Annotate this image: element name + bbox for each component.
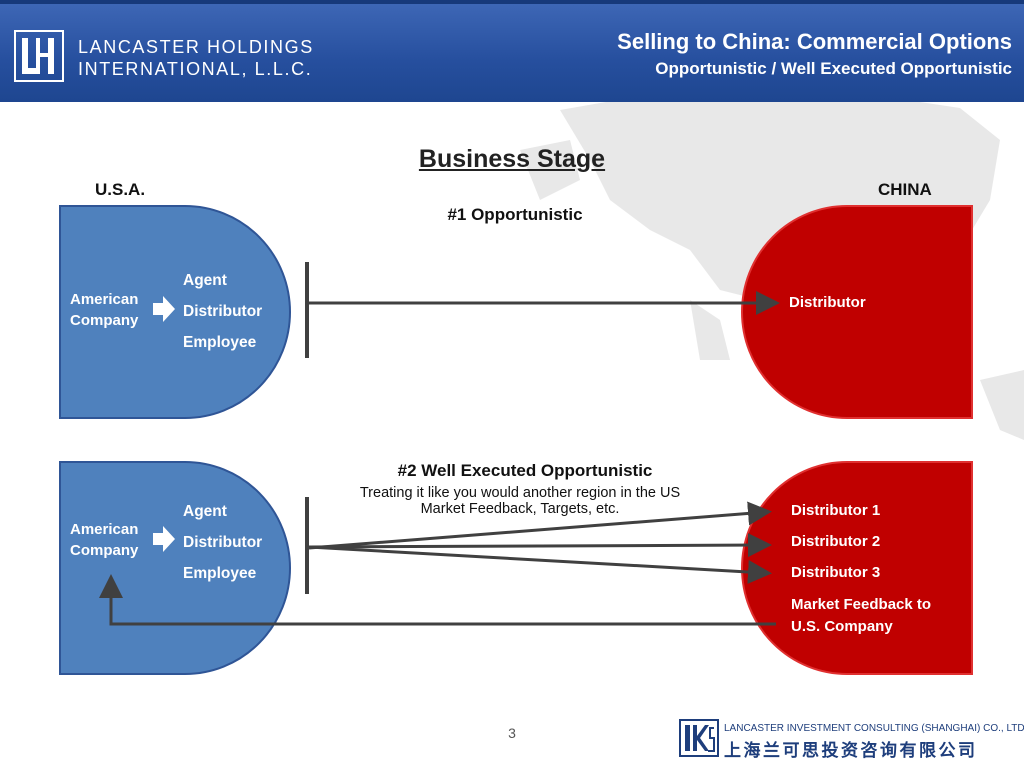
slide-subtitle: Opportunistic / Well Executed Opportunis… [655,59,1012,78]
footer-company-english: LANCASTER INVESTMENT CONSULTING (SHANGHA… [724,723,1024,734]
arrow-to-distributor-3 [308,545,772,584]
china-shape-1 [741,205,973,419]
role-agent: Agent [183,503,227,520]
business-stage-heading: Business Stage [418,145,606,173]
footer-company-chinese: 上海兰可思投资咨询有限公司 [724,741,978,760]
feedback-loop-arrow [99,574,776,626]
role-distributor: Distributor [183,303,263,320]
section-2-title: #2 Well Executed Opportunistic [397,461,653,480]
section-2-description-line-1: Treating it like you would another regio… [359,485,681,501]
region-china: CHINA [878,180,932,199]
us-company-label-line: American [70,521,139,538]
arrow-to-distributor-1 [308,501,772,550]
page-number: 3 [508,725,516,741]
lancaster-logo [14,30,64,82]
lks-logo [679,719,719,757]
role-distributor: Distributor [183,534,263,551]
role-agent: Agent [183,272,227,289]
role-employee: Employee [183,334,257,351]
market-feedback-label: Market Feedback to U.S. Company [791,594,931,638]
header-top-stripe [0,0,1024,4]
china-distributor-2-label: Distributor 2 [791,533,881,550]
market-feedback-line: Market Feedback to [791,596,932,613]
china-distributor-label: Distributor [789,294,866,311]
slide-title: Selling to China: Commercial Options [617,29,1012,54]
us-company-label-line: Company [70,542,139,559]
lh-logo-icon [22,38,54,74]
arrow-to-distributor-2 [308,533,772,558]
market-feedback-line: U.S. Company [791,618,893,635]
company-name-line-2: INTERNATIONAL, L.L.C. [78,59,313,79]
right-arrow-icon [153,296,175,322]
us-shape-1 [59,205,291,419]
china-distributor-3-label: Distributor 3 [791,564,881,581]
us-company-label-1: American Company [70,289,138,331]
us-company-label-2: American Company [70,519,138,561]
company-name-line-1: LANCASTER HOLDINGS [78,37,314,57]
us-company-label-line: Company [70,312,139,329]
section-2-description-line-2: Market Feedback, Targets, etc. [420,501,620,517]
right-arrow-icon [153,526,175,552]
us-shape-2 [59,461,291,675]
china-distributor-1-label: Distributor 1 [791,502,881,519]
us-company-label-line: American [70,291,139,308]
header-bar [0,0,1024,102]
section-1-title: #1 Opportunistic [447,205,583,224]
role-employee: Employee [183,565,257,582]
region-usa: U.S.A. [95,180,146,199]
